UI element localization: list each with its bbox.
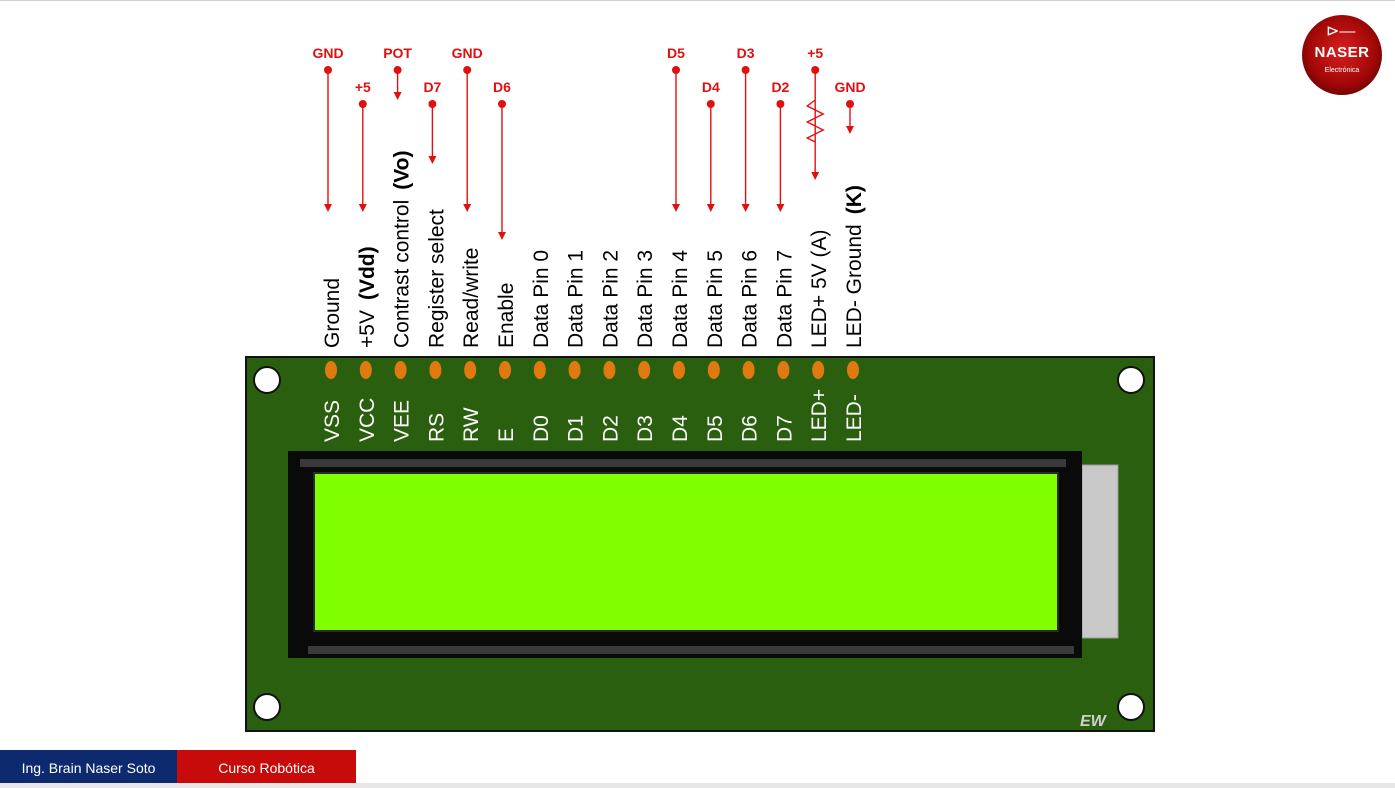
connection-label: GND xyxy=(834,79,865,95)
lcd-bezel-strip-top xyxy=(300,459,1066,467)
pin-description-label: Data Pin 2 xyxy=(599,250,622,348)
pin-code-label: LED+ xyxy=(808,389,831,442)
naser-logo: ⊳— NASER Electrónica xyxy=(1302,15,1382,95)
footer-bar xyxy=(0,783,1395,788)
pin-pad xyxy=(325,361,337,379)
pin-pad xyxy=(673,361,685,379)
pin-code-label: LED- xyxy=(843,394,866,442)
pin-pad xyxy=(638,361,651,379)
pin-description-label: Data Pin 6 xyxy=(739,250,762,348)
pin-pad xyxy=(533,361,546,379)
pin-code-label: D0 xyxy=(530,415,553,442)
pin-code-label: VEE xyxy=(391,400,414,442)
pin-pad xyxy=(707,361,720,379)
pin-pad xyxy=(777,361,790,379)
pin-description-label: Read/write xyxy=(460,248,483,348)
connection-dot xyxy=(846,100,854,108)
pin-description-label: Register select xyxy=(425,209,448,348)
connection-dot xyxy=(463,66,472,74)
logo-name: NASER xyxy=(1314,44,1370,61)
pin-description-label: Data Pin 3 xyxy=(634,250,657,348)
pin-pad xyxy=(394,361,407,379)
pin-pad xyxy=(359,361,372,379)
pin-code-label: D7 xyxy=(773,415,796,442)
pin-pad xyxy=(499,361,511,379)
logo-subtitle: Electrónica xyxy=(1324,67,1360,74)
footer-author: Ing. Brain Naser Soto xyxy=(0,750,177,786)
pin-pad xyxy=(812,361,825,379)
pin-description-label: Data Pin 1 xyxy=(565,250,588,348)
pin-pad xyxy=(464,361,477,379)
footer: Ing. Brain Naser Soto Curso Robótica xyxy=(0,750,1395,788)
pin-description-label: +5V xyxy=(356,310,379,348)
pin-description-label: Data Pin 5 xyxy=(704,250,727,348)
connection-label: D4 xyxy=(702,79,720,95)
connection-dot xyxy=(498,100,506,108)
pin-pad xyxy=(429,361,442,379)
connection-dot xyxy=(393,66,402,74)
pin-extra-label: (Vo) xyxy=(391,151,414,190)
pin-description-label: Data Pin 0 xyxy=(530,250,553,348)
pin-description-label: LED+ 5V (A) xyxy=(808,230,831,348)
pin-pad xyxy=(603,361,616,379)
pin-code-label: VCC xyxy=(356,398,379,442)
pin-code-label: D2 xyxy=(599,415,622,442)
pin-pad xyxy=(742,361,755,379)
pin-code-label: D5 xyxy=(704,415,727,442)
connection-label: D7 xyxy=(423,79,441,95)
mount-hole-top-right xyxy=(1117,366,1145,394)
connection-label: D6 xyxy=(493,79,511,95)
connection-dot xyxy=(741,66,750,74)
pin-description-label: Enable xyxy=(495,283,518,348)
pin-code-label: D4 xyxy=(669,415,692,442)
pin-code-label: D1 xyxy=(565,415,588,442)
connection-label: GND xyxy=(452,45,483,61)
pin-code-label: VSS xyxy=(321,400,344,442)
lcd-screen xyxy=(313,472,1059,632)
brand-mark: EW xyxy=(1080,713,1108,730)
connection-dot xyxy=(358,100,367,108)
connection-dot xyxy=(428,100,437,108)
pin-pad xyxy=(847,361,859,379)
connection-label: D3 xyxy=(737,45,755,61)
mount-hole-top-left xyxy=(253,366,281,394)
pin-description-label: LED- Ground xyxy=(843,224,866,348)
connection-label: GND xyxy=(312,45,343,61)
top-border xyxy=(0,0,1395,1)
pin-extra-label: (K) xyxy=(843,185,866,214)
connection-dot xyxy=(776,100,785,108)
pin-code-label: D6 xyxy=(739,415,762,442)
connection-label: +5 xyxy=(355,79,371,95)
mount-hole-bottom-left xyxy=(253,693,281,721)
connection-dot xyxy=(811,66,820,74)
footer-course: Curso Robótica xyxy=(177,750,356,786)
side-connector xyxy=(1081,464,1119,639)
connection-label: D2 xyxy=(771,79,789,95)
pin-pad xyxy=(568,361,581,379)
pin-code-label: E xyxy=(495,428,518,442)
mount-hole-bottom-right xyxy=(1117,693,1145,721)
connection-label: D5 xyxy=(667,45,685,61)
pin-description-label: Contrast control xyxy=(391,200,414,348)
pin-description-label: Ground xyxy=(321,278,344,348)
pin-extra-label: (Vdd) xyxy=(356,246,379,300)
pin-code-label: RS xyxy=(425,413,448,442)
connection-dot xyxy=(324,66,332,74)
pin-code-label: RW xyxy=(460,407,483,442)
connection-label: POT xyxy=(383,45,412,61)
resistor-icon xyxy=(805,99,825,143)
connection-dot xyxy=(706,100,715,108)
pin-code-label: D3 xyxy=(634,415,657,442)
pin-description-label: Data Pin 4 xyxy=(669,250,692,348)
logic-gate-icon: ⊳— xyxy=(1326,23,1356,40)
lcd-bezel-strip-bottom xyxy=(308,646,1074,654)
connection-label: +5 xyxy=(807,45,823,61)
connection-dot xyxy=(672,66,680,74)
pin-description-label: Data Pin 7 xyxy=(773,250,796,348)
